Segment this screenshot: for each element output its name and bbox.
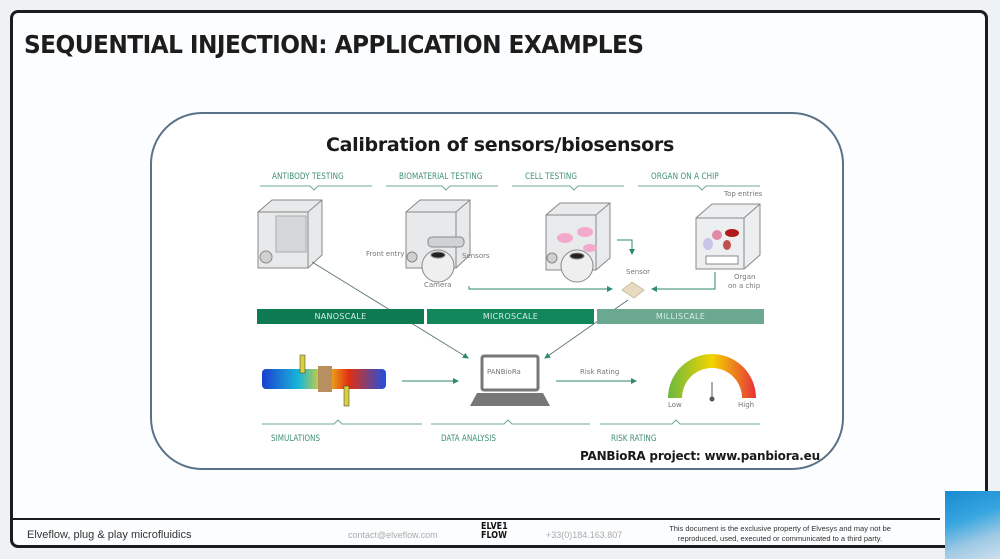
- scale-bar-nanoscale: NANOSCALE: [257, 309, 424, 324]
- category-organ-on-a-chip: ORGAN ON A CHIP: [651, 172, 719, 182]
- gauge-low-label: Low: [668, 401, 682, 409]
- category-data-analysis: DATA ANALYSIS: [441, 434, 496, 444]
- footer-email[interactable]: contact@elveflow.com: [348, 530, 438, 540]
- top-entries-label: Top entries: [724, 190, 763, 198]
- organ-label-line1: Organ: [734, 273, 756, 281]
- elveflow-logo: ELVE1 FLOW: [481, 521, 508, 541]
- scale-bar-microscale: MICROSCALE: [427, 309, 594, 324]
- laptop-brand-label: PANBioRa: [487, 368, 521, 376]
- category-cell-testing: CELL TESTING: [525, 172, 578, 182]
- footer-phone: +33(0)184.163.807: [546, 530, 623, 540]
- category-biomaterial-testing: BIOMATERIAL TESTING: [399, 172, 483, 182]
- diagram-title: Calibration of sensors/biosensors: [325, 134, 675, 156]
- slide-title: SEQUENTIAL INJECTION: APPLICATION EXAMPL…: [24, 30, 644, 59]
- category-simulations: SIMULATIONS: [271, 434, 321, 444]
- gauge-high-label: High: [738, 401, 755, 409]
- footer-tagline: Elveflow, plug & play microfluidics: [27, 529, 192, 541]
- logo-line1: ELVE1: [481, 521, 508, 532]
- sensors-label: Sensors: [462, 252, 490, 260]
- organ-label-line2: on a chip: [728, 282, 761, 290]
- footer-legal: This document is the exclusive property …: [660, 524, 900, 544]
- footer-divider: [10, 518, 940, 520]
- category-antibody-testing: ANTIBODY TESTING: [272, 172, 344, 182]
- legal-line1: This document is the exclusive property …: [669, 524, 891, 533]
- legal-line2: reproduced, used, executed or communicat…: [677, 534, 883, 543]
- sensor-label: Sensor: [626, 268, 650, 276]
- category-risk-rating: RISK RATING: [611, 434, 657, 444]
- project-credit: PANBioRA project: www.panbiora.eu: [580, 449, 820, 463]
- camera-label: Camera: [424, 281, 452, 289]
- logo-line2: FLOW: [481, 530, 507, 541]
- scale-bar-milliscale: MILLISCALE: [597, 309, 764, 324]
- presenter-webcam-thumbnail: [945, 491, 1000, 559]
- front-entry-label: Front entry: [366, 250, 405, 258]
- risk-rating-arrow-label: Risk Rating: [580, 368, 620, 376]
- diagram-frame: [150, 112, 844, 470]
